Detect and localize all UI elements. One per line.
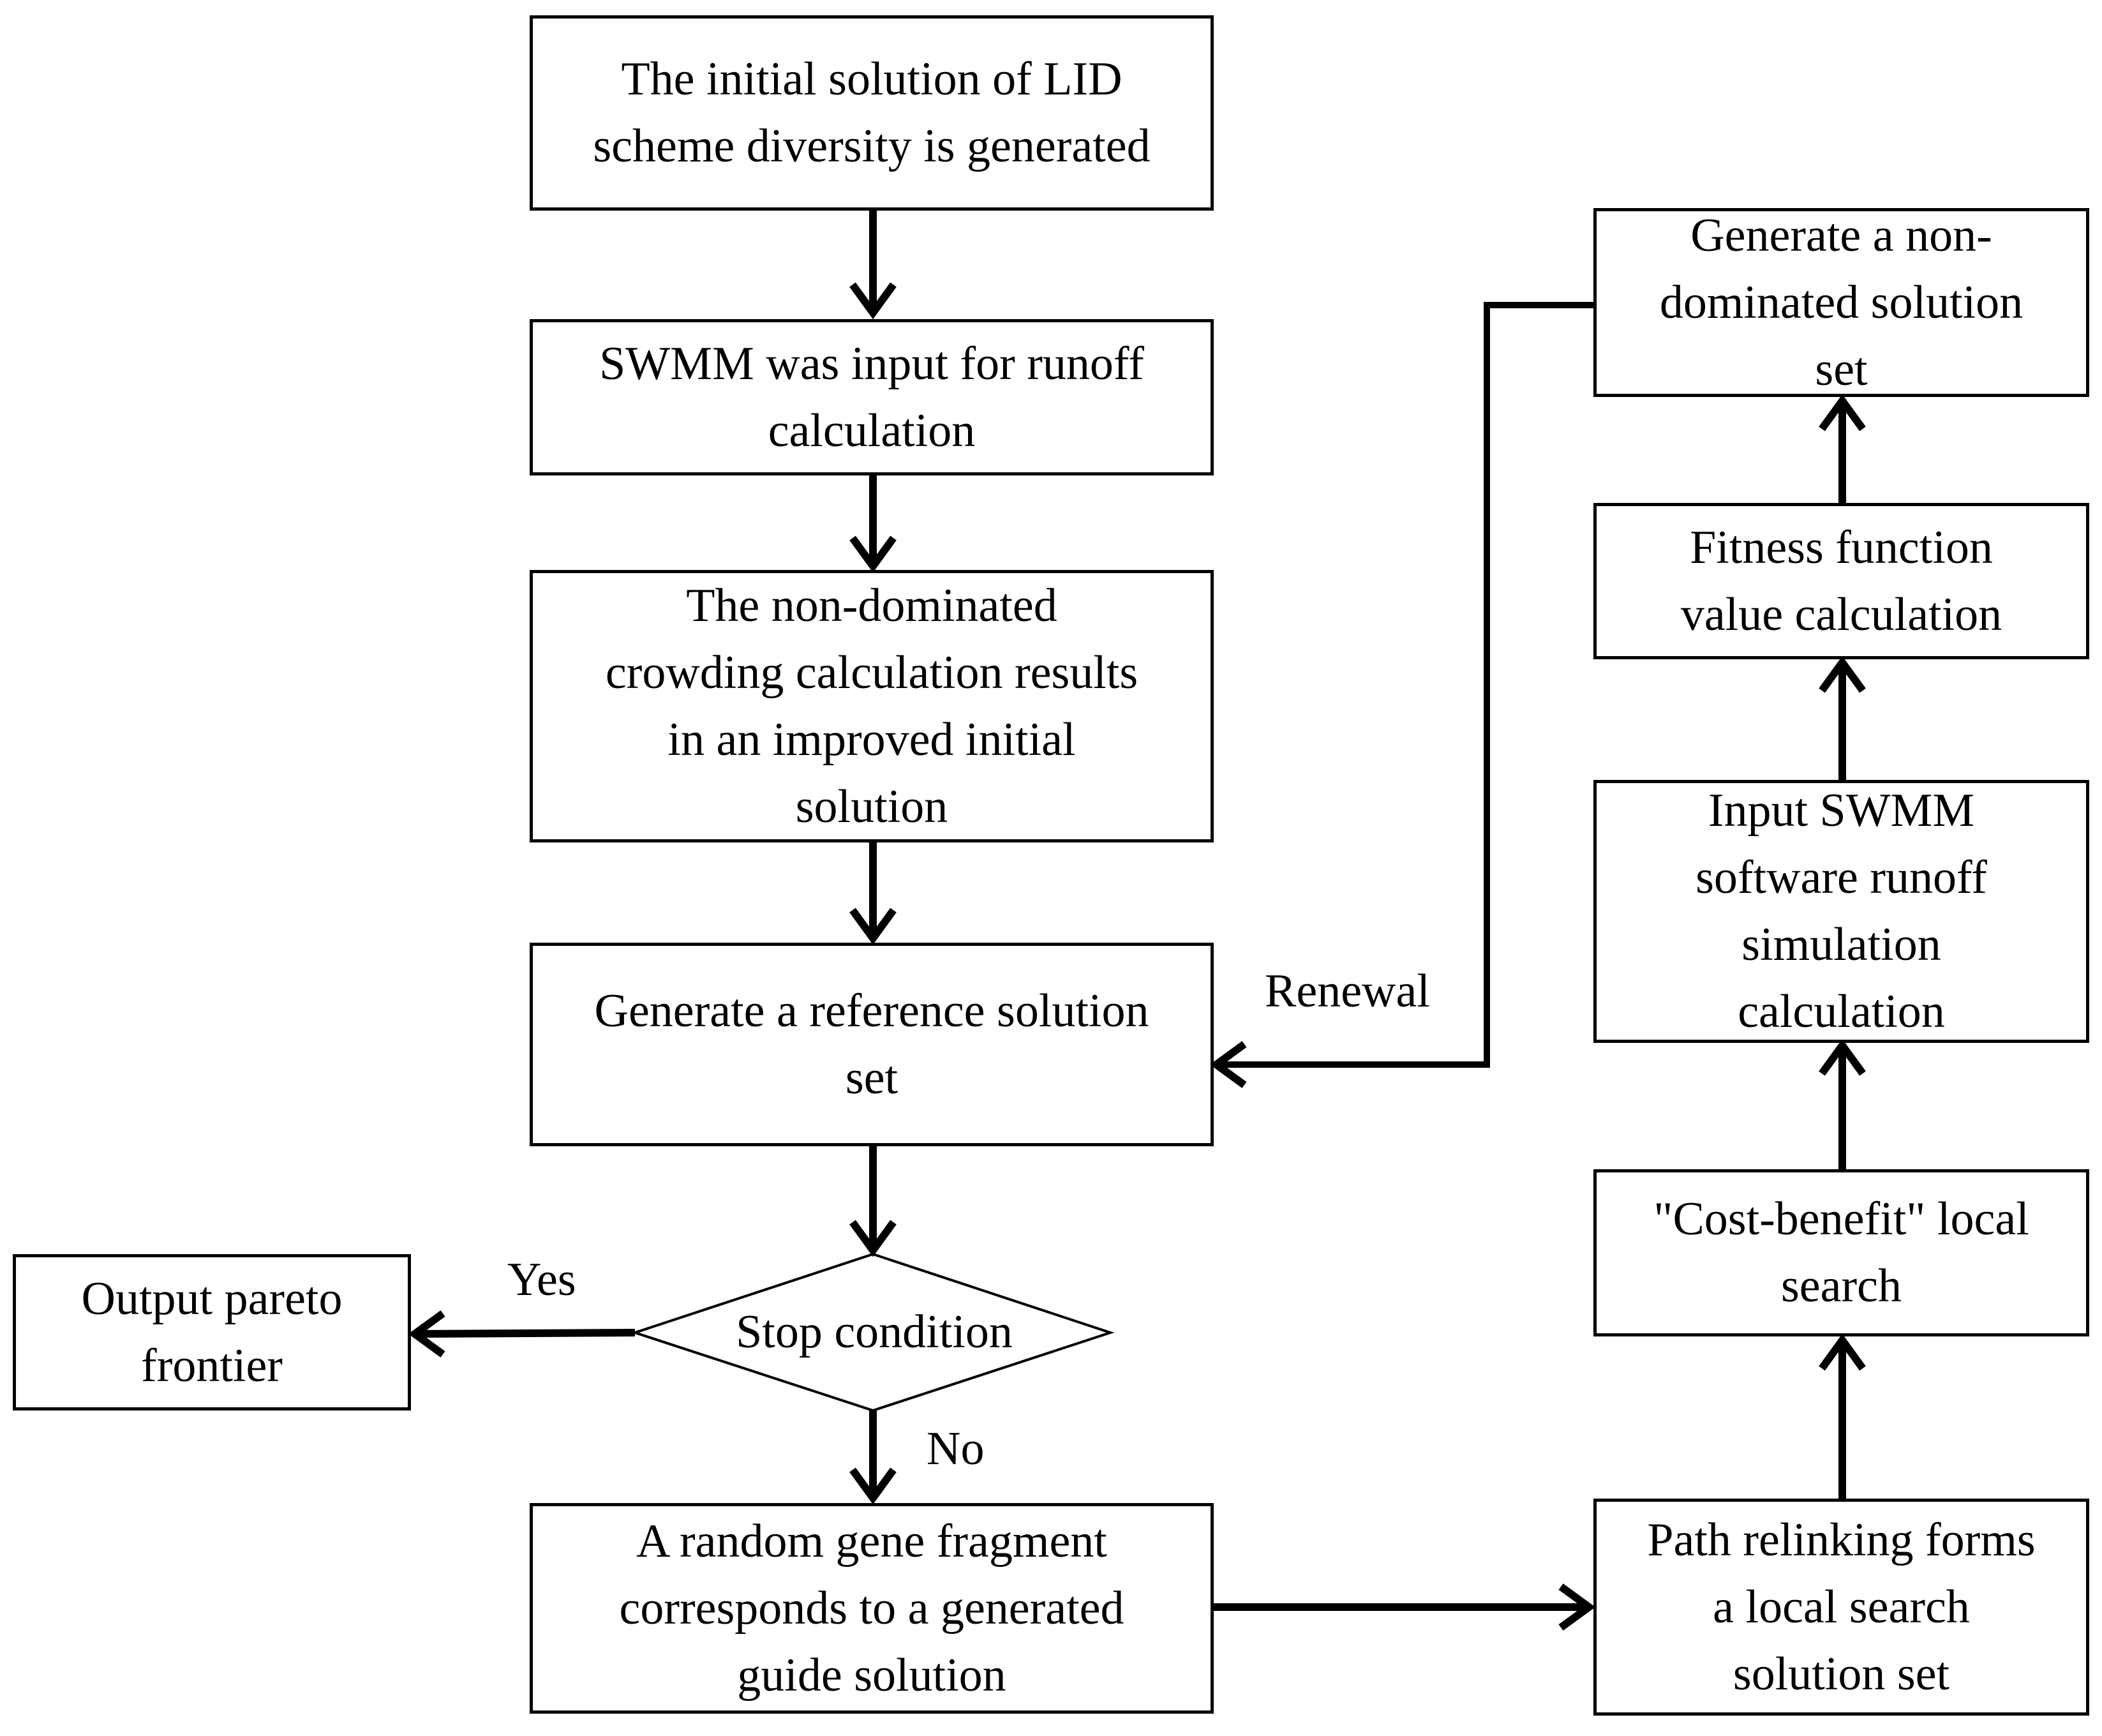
node-text-line: corresponds to a generated xyxy=(619,1582,1124,1635)
node-text-line: scheme diversity is generated xyxy=(593,120,1151,172)
node-path-relinking: Path relinking forms a local search soluti… xyxy=(1593,1499,2089,1716)
node-text-line: Input SWMM xyxy=(1708,784,1975,837)
node-text-line: Fitness function xyxy=(1690,521,1993,574)
node-output-pareto: Output pareto frontier xyxy=(13,1254,411,1410)
arrow-swmm-to-crowding xyxy=(849,475,897,573)
arrow-nondominated-to-reference xyxy=(1209,302,1595,1088)
arrow-stop-to-random xyxy=(849,1410,897,1505)
node-text-line: "Cost-benefit" local xyxy=(1653,1193,2029,1245)
node-text-line: software runoff xyxy=(1696,851,1987,904)
node-text-line: solution set xyxy=(1733,1647,1950,1700)
node-text-line: in an improved initial xyxy=(667,713,1076,766)
node-text-line: Path relinking forms xyxy=(1647,1513,2036,1566)
node-text-line: set xyxy=(845,1051,898,1104)
node-text-line: search xyxy=(1781,1260,1902,1312)
node-fitness-function: Fitness function value calculation xyxy=(1593,503,2089,659)
arrow-path-to-cost xyxy=(1819,1333,1866,1499)
node-text-line: SWMM was input for runoff xyxy=(599,337,1144,390)
node-random-gene: A random gene fragment corresponds to a g… xyxy=(530,1503,1214,1714)
node-text-line: dominated solution xyxy=(1659,276,2024,329)
arrow-stop-to-output xyxy=(408,1310,636,1358)
node-text-line: Generate a non- xyxy=(1690,209,1992,262)
node-text-line: A random gene fragment xyxy=(636,1515,1107,1568)
node-text-line: crowding calculation results xyxy=(605,646,1138,699)
edge-label-yes: Yes xyxy=(507,1253,576,1306)
node-text-line: The initial solution of LID xyxy=(621,53,1122,105)
node-input-swmm-software: Input SWMM software runoff simulation calcu… xyxy=(1593,780,2089,1043)
node-text-line: calculation xyxy=(768,404,976,457)
node-text-line: Generate a reference solution xyxy=(594,984,1149,1037)
node-initial-solution: The initial solution of LID scheme divers… xyxy=(530,15,1214,211)
node-swmm-input: SWMM was input for runoff calculation xyxy=(530,319,1214,475)
node-non-dominated-set: Generate a non-dominated solution set xyxy=(1593,208,2089,397)
arrow-cost-to-input xyxy=(1819,1038,1866,1169)
node-text-line: a local search xyxy=(1713,1580,1970,1633)
node-text-line: Output pareto xyxy=(81,1272,343,1325)
node-text-line: solution xyxy=(795,780,948,833)
arrow-crowding-to-reference xyxy=(849,842,897,945)
node-cost-benefit: "Cost-benefit" local search xyxy=(1593,1169,2089,1336)
node-text-line: set xyxy=(1815,343,1868,396)
node-reference-set: Generate a reference solution set xyxy=(530,943,1214,1146)
arrow-random-to-path xyxy=(1212,1583,1596,1631)
edge-label-renewal: Renewal xyxy=(1265,965,1430,1017)
edge-label-no: No xyxy=(927,1423,985,1475)
arrow-initial-to-swmm xyxy=(849,211,897,320)
node-text-line: value calculation xyxy=(1680,588,2002,641)
node-text-line: calculation xyxy=(1738,985,1945,1038)
node-stop-condition: Stop condition xyxy=(736,1306,1013,1358)
node-text-line: guide solution xyxy=(737,1649,1006,1702)
node-text-line: simulation xyxy=(1741,918,1941,971)
arrow-reference-to-stop xyxy=(849,1146,897,1257)
node-text-line: The non-dominated xyxy=(686,579,1057,632)
node-text-line: frontier xyxy=(141,1339,283,1392)
arrow-fitness-to-nondominated xyxy=(1819,394,1866,503)
node-non-dominated-crowding: The non-dominated crowding calculation re… xyxy=(530,570,1214,842)
arrow-input-to-fitness xyxy=(1819,655,1866,780)
